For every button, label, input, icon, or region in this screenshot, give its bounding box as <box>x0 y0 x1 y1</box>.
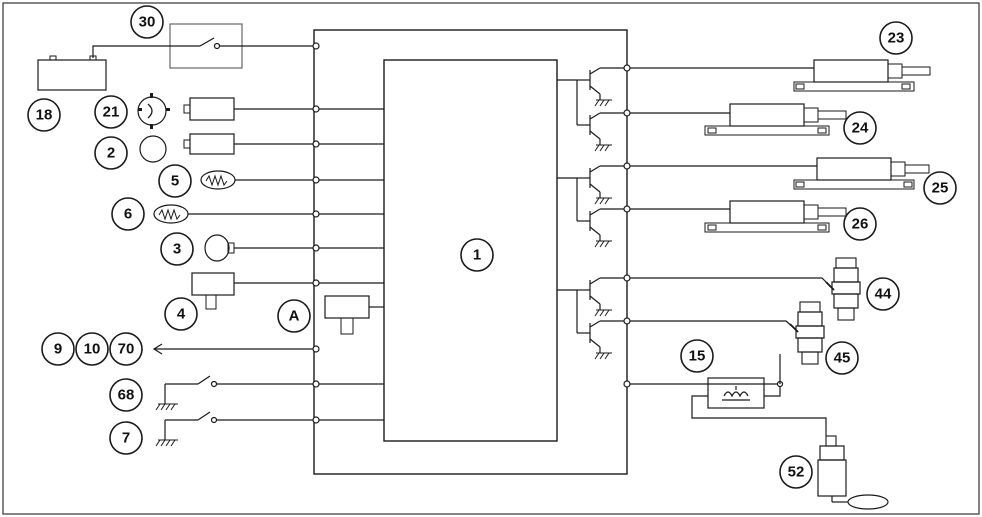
callout-25: 25 <box>923 171 957 205</box>
wire-battery <box>92 45 170 58</box>
svg-text:5: 5 <box>171 173 179 190</box>
svg-text:18: 18 <box>36 107 53 124</box>
cam-sensor <box>189 133 235 155</box>
svg-text:23: 23 <box>888 30 905 47</box>
callout-9: 9 <box>41 332 75 366</box>
callout-7: 7 <box>109 421 143 455</box>
callout-52: 52 <box>779 455 813 489</box>
svg-text:68: 68 <box>118 387 135 404</box>
svg-text:3: 3 <box>173 241 181 258</box>
fuel-pump-relay-15 <box>707 377 765 409</box>
callout-18: 18 <box>27 98 61 132</box>
callout-ecu: 1 <box>460 238 494 272</box>
relay-switch-contact <box>199 37 215 47</box>
callout-24: 24 <box>843 111 877 145</box>
ignition-coil-44 <box>825 257 861 321</box>
injector-26 <box>704 200 847 233</box>
battery <box>37 59 107 91</box>
callout-3: 3 <box>160 232 194 266</box>
driver-stage-injectors-upper <box>557 67 627 145</box>
callout-26: 26 <box>843 207 877 241</box>
injector-23 <box>793 59 931 92</box>
callout-45: 45 <box>825 341 859 375</box>
svg-text:1: 1 <box>473 247 481 264</box>
svg-text:A: A <box>289 308 300 325</box>
ignition-coil-45 <box>789 301 825 365</box>
wire-coil-44 <box>630 277 831 287</box>
wire-coil-45 <box>630 320 795 329</box>
callout-5: 5 <box>158 164 192 198</box>
svg-text:15: 15 <box>689 348 706 365</box>
svg-text:6: 6 <box>124 206 132 223</box>
switch-7-contact <box>197 411 211 421</box>
svg-text:21: 21 <box>103 104 120 121</box>
injector-25 <box>793 157 930 190</box>
ground-symbol-7 <box>155 439 178 447</box>
svg-text:4: 4 <box>177 306 186 323</box>
sensor-3 <box>204 234 230 262</box>
svg-text:45: 45 <box>834 350 851 367</box>
driver-stage-coils <box>557 277 627 353</box>
svg-text:70: 70 <box>118 341 135 358</box>
callout-23: 23 <box>879 21 913 55</box>
callout-2: 2 <box>94 136 128 170</box>
callout-10: 10 <box>75 332 109 366</box>
svg-text:44: 44 <box>875 286 892 303</box>
callout-70: 70 <box>109 332 143 366</box>
fuel-float <box>847 494 889 510</box>
callout-30: 30 <box>130 5 164 39</box>
svg-text:24: 24 <box>852 120 869 137</box>
svg-text:52: 52 <box>788 464 805 481</box>
cam-wheel <box>139 135 167 163</box>
callout-4: 4 <box>164 297 198 331</box>
svg-text:10: 10 <box>84 341 101 358</box>
fuel-pump-52 <box>817 435 889 510</box>
callout-21: 21 <box>94 95 128 129</box>
svg-text:30: 30 <box>139 14 156 31</box>
svg-text:7: 7 <box>122 430 130 447</box>
throttle-sensor <box>191 272 235 296</box>
ground-symbol-68 <box>155 403 178 411</box>
injector-24 <box>704 103 847 136</box>
ground-hatches <box>594 99 612 360</box>
wire-fuel-pump <box>691 395 827 436</box>
callout-A: A <box>277 299 311 333</box>
callout-44: 44 <box>866 277 900 311</box>
arrow-left-icon <box>152 343 163 355</box>
svg-text:25: 25 <box>932 180 949 197</box>
switch-68-contact <box>197 375 211 385</box>
crank-sensor <box>189 97 235 121</box>
svg-text:9: 9 <box>54 341 62 358</box>
svg-text:26: 26 <box>852 216 869 233</box>
driver-stage-injectors-lower <box>557 165 627 241</box>
svg-text:2: 2 <box>107 145 115 162</box>
callout-15: 15 <box>680 339 714 373</box>
callout-6: 6 <box>111 197 145 231</box>
callout-68: 68 <box>109 378 143 412</box>
